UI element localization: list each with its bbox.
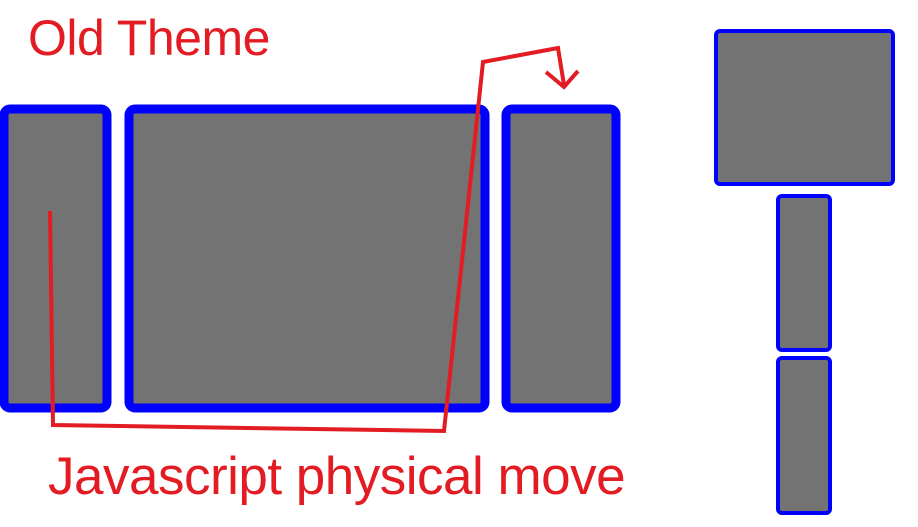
- new-top-panel: [714, 29, 895, 186]
- old-left-column-panel: [0, 104, 112, 413]
- old-theme-label: Old Theme: [28, 10, 270, 66]
- move-path-line: [48, 45, 566, 434]
- old-right-column-panel: [501, 104, 621, 413]
- new-bottom-panel: [776, 356, 832, 515]
- new-middle-panel: [776, 194, 832, 352]
- old-center-column-panel: [124, 104, 490, 413]
- javascript-move-caption: Javascript physical move: [48, 447, 626, 506]
- move-arrowhead: [544, 69, 580, 90]
